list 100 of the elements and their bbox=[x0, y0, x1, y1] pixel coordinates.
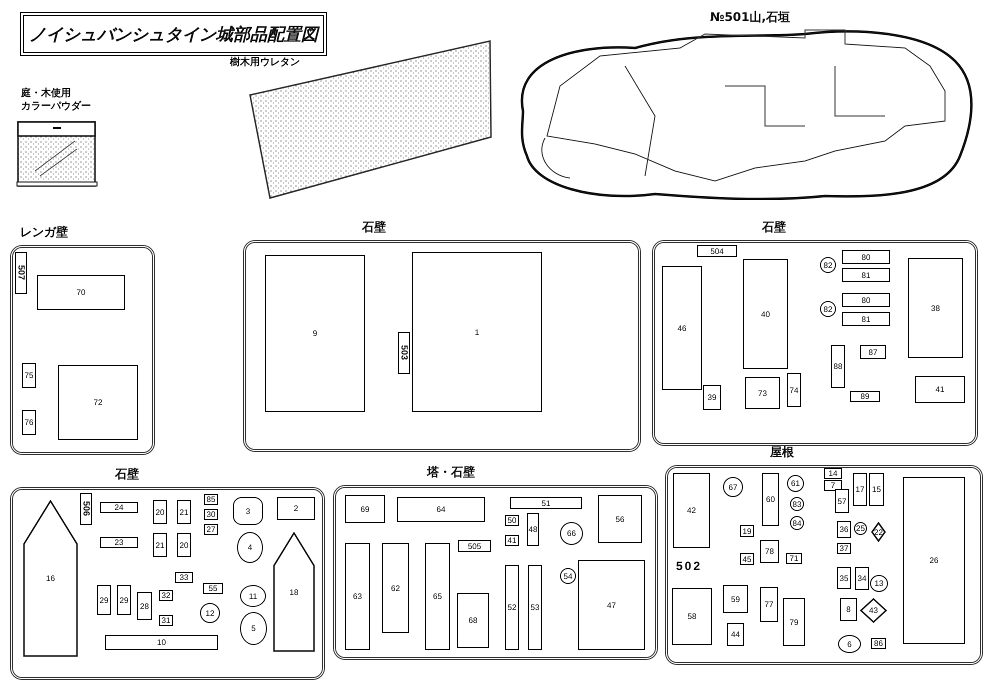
part-number: 35 bbox=[840, 574, 848, 582]
part-number: 36 bbox=[840, 525, 848, 534]
part-number: 18 bbox=[290, 588, 298, 596]
item-label: 樹木用ウレタン bbox=[230, 56, 300, 70]
part-number: 21 bbox=[180, 508, 188, 516]
part-number: 68 bbox=[468, 616, 478, 625]
part-number: 82 bbox=[824, 260, 832, 270]
kit-part bbox=[203, 583, 223, 594]
part-number: 78 bbox=[765, 547, 774, 556]
kit-part bbox=[790, 497, 804, 511]
item-label: №501山,石垣 bbox=[710, 10, 790, 25]
sprue-number-box bbox=[80, 493, 92, 525]
part-number: 48 bbox=[528, 525, 538, 534]
kit-part bbox=[760, 540, 779, 563]
kit-part bbox=[871, 522, 886, 542]
kit-part bbox=[870, 575, 888, 592]
part-number: 58 bbox=[688, 612, 696, 621]
kit-part bbox=[855, 567, 869, 590]
part-number: 12 bbox=[206, 608, 214, 618]
kit-part bbox=[786, 553, 802, 564]
kit-part bbox=[743, 259, 788, 369]
part-number: 67 bbox=[728, 482, 738, 492]
part-number: 80 bbox=[862, 252, 870, 262]
kit-part bbox=[117, 585, 131, 615]
part-number: 50 bbox=[508, 516, 516, 525]
kit-part bbox=[510, 497, 582, 509]
part-number: 6 bbox=[847, 640, 852, 648]
kit-part bbox=[159, 590, 173, 601]
part-number: 79 bbox=[790, 618, 798, 626]
part-number: 27 bbox=[206, 525, 216, 534]
part-number: 51 bbox=[542, 498, 550, 508]
part-number: 69 bbox=[360, 504, 370, 514]
part-number: 72 bbox=[94, 398, 102, 407]
part-number: 81 bbox=[862, 270, 870, 280]
sprue-title: 石壁 bbox=[115, 467, 139, 482]
kit-part bbox=[397, 497, 485, 522]
kit-part bbox=[345, 495, 385, 523]
part-number: 41 bbox=[936, 385, 944, 394]
part-number: 43 bbox=[869, 606, 878, 615]
kit-part bbox=[505, 515, 519, 526]
kit-part bbox=[662, 266, 702, 390]
part-number: 505 bbox=[468, 542, 482, 550]
kit-part bbox=[233, 497, 263, 525]
part-number: 84 bbox=[792, 518, 802, 528]
part-number: 53 bbox=[530, 603, 540, 612]
kit-part bbox=[237, 532, 263, 563]
part-number: 9 bbox=[312, 329, 318, 338]
part-number: 83 bbox=[792, 500, 802, 508]
kit-part bbox=[837, 521, 851, 538]
kit-part bbox=[23, 500, 78, 657]
part-number: 25 bbox=[856, 524, 865, 533]
kit-part bbox=[908, 258, 963, 358]
part-number: 504 bbox=[710, 246, 724, 256]
part-number: 75 bbox=[24, 371, 34, 380]
part-number: 30 bbox=[206, 510, 216, 519]
part-number: 54 bbox=[564, 572, 572, 580]
kit-part bbox=[412, 252, 542, 412]
kit-part bbox=[783, 598, 805, 646]
kit-part bbox=[837, 543, 851, 554]
part-number: 66 bbox=[567, 529, 576, 538]
part-number: 60 bbox=[766, 495, 775, 504]
kit-part bbox=[105, 635, 218, 650]
part-number: 57 bbox=[838, 496, 846, 506]
kit-part bbox=[915, 376, 965, 403]
kit-part bbox=[458, 540, 491, 552]
part-number: 47 bbox=[607, 600, 616, 610]
part-number: 46 bbox=[678, 324, 686, 332]
item-label: 庭・木使用 bbox=[21, 88, 71, 100]
part-number: 76 bbox=[24, 418, 34, 427]
kit-part bbox=[560, 522, 583, 545]
part-number: 62 bbox=[391, 584, 400, 592]
kit-part bbox=[425, 543, 450, 650]
item-label: カラーパウダー bbox=[21, 101, 91, 113]
part-number: 41 bbox=[508, 536, 516, 545]
kit-part bbox=[175, 572, 193, 583]
kit-part bbox=[527, 513, 539, 546]
part-number: 87 bbox=[868, 348, 878, 356]
sprue-number-box bbox=[398, 332, 410, 374]
kit-part bbox=[838, 635, 861, 653]
kit-part bbox=[837, 567, 851, 589]
part-number: 4 bbox=[248, 543, 252, 552]
kit-part bbox=[860, 598, 887, 623]
kit-part bbox=[853, 473, 867, 506]
part-number: 8 bbox=[846, 605, 851, 614]
kit-part bbox=[560, 568, 576, 584]
part-number: 61 bbox=[791, 479, 800, 488]
sprue-number: 502 bbox=[676, 559, 702, 573]
sprue-number: 503 bbox=[400, 345, 408, 361]
kit-part bbox=[100, 537, 138, 548]
kit-part bbox=[869, 473, 884, 506]
kit-part bbox=[860, 345, 886, 359]
part-number: 88 bbox=[834, 362, 842, 371]
kit-part bbox=[97, 585, 111, 615]
part-number: 65 bbox=[433, 592, 442, 601]
kit-part bbox=[37, 275, 125, 310]
part-number: 24 bbox=[114, 503, 124, 512]
part-number: 26 bbox=[930, 556, 938, 565]
part-number: 17 bbox=[856, 485, 864, 494]
kit-part bbox=[159, 615, 173, 626]
kit-part bbox=[723, 477, 743, 497]
